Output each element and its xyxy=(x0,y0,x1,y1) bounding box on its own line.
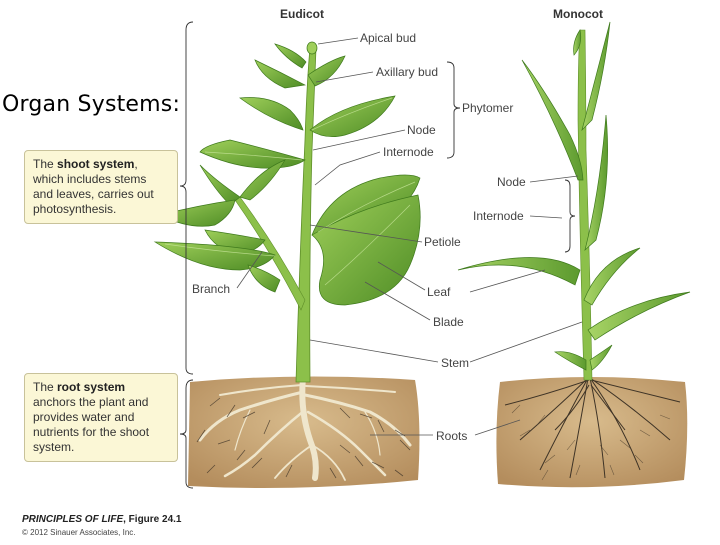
shoot-callout-term: shoot system xyxy=(57,157,135,171)
label-phytomer: Phytomer xyxy=(462,101,513,115)
label-petiole: Petiole xyxy=(424,235,461,249)
monocot-fine-roots xyxy=(511,404,671,481)
slide-title: Organ Systems: xyxy=(2,92,181,117)
credit-book-title: PRINCIPLES OF LIFE xyxy=(22,514,124,525)
label-apical-bud: Apical bud xyxy=(360,31,416,45)
root-callout-term: root system xyxy=(57,380,126,394)
label-blade: Blade xyxy=(433,315,464,329)
eudicot-leaves xyxy=(153,43,421,306)
monocot-header: Monocot xyxy=(553,7,603,21)
root-callout-post: anchors the plant and provides water and… xyxy=(33,395,150,454)
eudicot-stem xyxy=(295,47,317,383)
label-monocot-node: Node xyxy=(497,175,526,189)
label-roots: Roots xyxy=(436,429,467,443)
label-leaf: Leaf xyxy=(427,285,451,299)
eudicot-roots xyxy=(198,375,412,481)
root-system-callout: The root system anchors the plant and pr… xyxy=(24,373,178,462)
label-node: Node xyxy=(407,123,436,137)
eudicot-leaf-veins xyxy=(164,97,416,286)
shoot-callout-pre: The xyxy=(33,157,58,171)
eudicot-fine-roots xyxy=(196,397,411,479)
eudicot-header: Eudicot xyxy=(280,7,324,21)
monocot-stem xyxy=(577,29,593,381)
label-monocot-internode: Internode xyxy=(473,209,524,223)
brackets xyxy=(179,21,576,489)
eudicot-soil xyxy=(188,376,420,488)
root-callout-pre: The xyxy=(33,380,58,394)
apical-bud xyxy=(306,41,318,55)
credit-figure: , Figure 24.1 xyxy=(123,514,182,525)
copyright-notice: © 2012 Sinauer Associates, Inc. xyxy=(22,528,136,537)
monocot-leaves xyxy=(457,21,691,371)
label-internode: Internode xyxy=(383,145,434,159)
shoot-callout-post: , which includes stems and leaves, carri… xyxy=(33,157,154,216)
shoot-system-callout: The shoot system, which includes stems a… xyxy=(24,150,178,224)
figure-credit: PRINCIPLES OF LIFE, Figure 24.1 xyxy=(22,514,181,525)
label-stem: Stem xyxy=(441,356,469,370)
label-axillary-bud: Axillary bud xyxy=(376,65,438,79)
label-branch: Branch xyxy=(192,282,230,296)
leader-lines xyxy=(236,37,583,436)
monocot-roots xyxy=(504,377,681,479)
monocot-soil xyxy=(496,377,688,488)
